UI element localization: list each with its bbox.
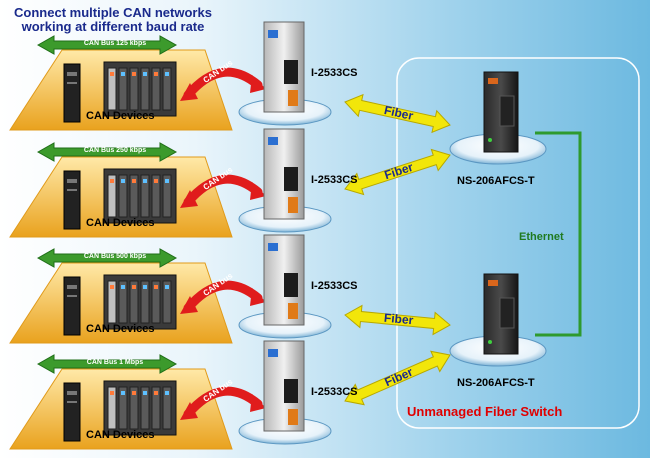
can-bus-arrow (36, 354, 178, 374)
can-devices-label: CAN Devices (86, 110, 155, 122)
can-bus-rate-label: CAN Bus 125 kbps (83, 40, 147, 47)
switch-group-label: Unmanaged Fiber Switch (407, 404, 563, 419)
can-bus-arrow (36, 35, 178, 55)
controller-unit (63, 382, 81, 442)
switch-bottom (449, 273, 547, 367)
diagram-title: Connect multiple CAN networks working at… (14, 5, 212, 34)
can-bus-rate-label: CAN Bus 500 kbps (83, 253, 147, 260)
fiber-label: Fiber (382, 310, 414, 328)
switch-top-label: NS-206AFCS-T (457, 175, 535, 187)
ethernet-label: Ethernet (519, 231, 564, 243)
can-group-3 (9, 234, 451, 344)
converter-label: I-2533CS (311, 386, 358, 398)
can-link-arrow (183, 386, 263, 419)
can-group-4 (9, 340, 451, 450)
switch-group-outline (396, 57, 640, 429)
switch-bottom-label: NS-206AFCS-T (457, 377, 535, 389)
can-bus-rate-label: CAN Bus 250 kbps (83, 147, 147, 154)
controller-unit (63, 170, 81, 230)
can-bus-arrow (36, 248, 178, 268)
converter-label: I-2533CS (311, 67, 358, 79)
can-link-arrow (183, 67, 263, 100)
can-bus-rate-label: CAN Bus 1 Mbps (86, 359, 144, 366)
can-devices-label: CAN Devices (86, 217, 155, 229)
can-link-arrow (183, 280, 263, 313)
controller-unit (63, 63, 81, 123)
can-group-2 (9, 128, 451, 238)
can-bus-arrow (36, 142, 178, 162)
can-group-1 (9, 21, 451, 134)
fiber-arrow (344, 148, 451, 196)
fiber-arrow (344, 93, 451, 134)
ethernet-link (535, 131, 582, 337)
can-link-arrow (183, 174, 263, 207)
fiber-arrow (344, 350, 451, 406)
can-devices-label: CAN Devices (86, 429, 155, 441)
controller-unit (63, 276, 81, 336)
can-devices-label: CAN Devices (86, 323, 155, 335)
fiber-arrow (344, 304, 451, 336)
converter-label: I-2533CS (311, 280, 358, 292)
converter-label: I-2533CS (311, 174, 358, 186)
switch-top (449, 71, 547, 165)
